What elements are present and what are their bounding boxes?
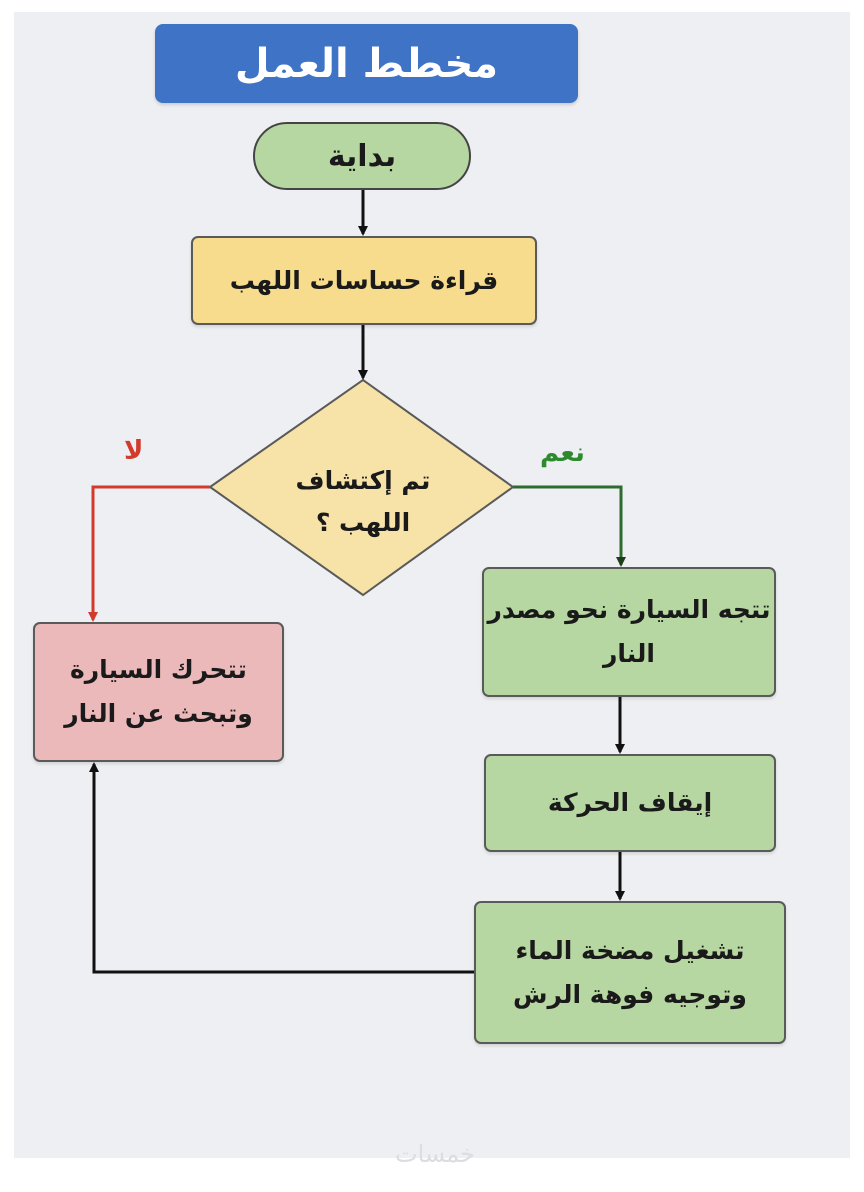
watermark: خمسات <box>394 1140 476 1168</box>
water-pump-node: تشغيل مضخة الماء وتوجيه فوهة الرش <box>474 901 786 1044</box>
arrow-no-branch <box>88 485 210 622</box>
start-node: بداية <box>253 122 471 190</box>
decision-label: تم إكتشاف اللهب ؟ <box>295 465 431 538</box>
diagram-title: مخطط العمل <box>155 24 578 103</box>
arrow-yes-branch <box>513 485 626 567</box>
search-fire-node: تتحرك السيارة وتبحث عن النار <box>33 622 284 762</box>
arrow-water-to-search <box>89 762 474 974</box>
yes-branch-label: نعم <box>540 438 585 468</box>
read-sensors-node: قراءة حساسات اللهب <box>191 236 537 325</box>
stop-motion-node: إيقاف الحركة <box>484 754 776 852</box>
move-to-fire-node: تتجه السيارة نحو مصدر النار <box>482 567 776 697</box>
no-branch-label: لا <box>124 436 144 466</box>
decision-diamond <box>208 378 515 597</box>
